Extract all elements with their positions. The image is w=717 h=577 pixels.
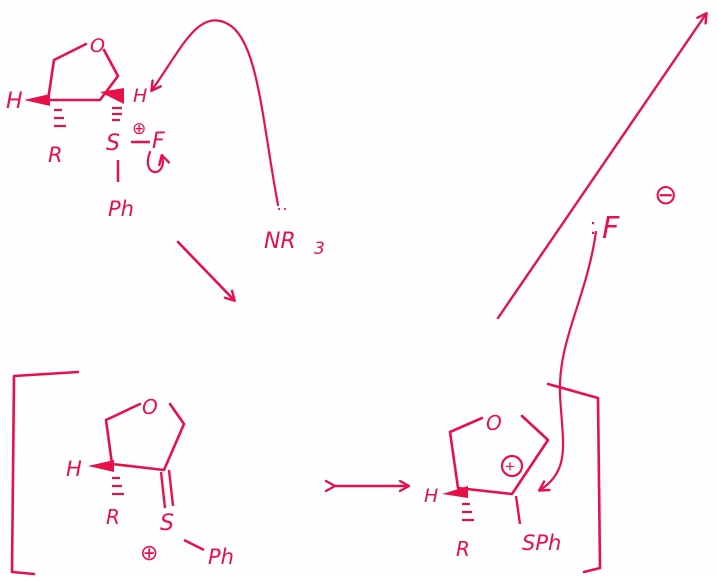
h-left-label-2: H <box>66 457 82 481</box>
c-sph-bond <box>514 495 522 525</box>
cs-double-bond-a <box>159 471 167 509</box>
fluorine-label: F <box>152 129 165 154</box>
ring-bonds-3 <box>448 414 550 496</box>
cation-charge: + <box>505 457 515 476</box>
amine-base: ·· NR 3 <box>264 198 325 259</box>
phenyl-label: Ph <box>108 197 134 221</box>
thionium-charge: ⊕ <box>140 540 158 565</box>
ring-oxygen-label-3: O <box>486 411 502 435</box>
sulfur-label-2: S <box>160 511 174 536</box>
amine-label: NR <box>264 229 296 254</box>
ring-bonds <box>46 42 120 102</box>
sulfur-charge: ⊕ <box>132 119 146 138</box>
cs-double-bond-b <box>167 469 175 507</box>
h-right-label: H <box>133 85 147 107</box>
fluoride-charge: ⊖ <box>654 179 677 210</box>
fluoride-attack-curly-arrow <box>537 230 598 492</box>
h-left-label-3: H <box>424 485 438 507</box>
cation-charge-circle <box>500 454 524 478</box>
reaction-step-arrow <box>176 240 236 302</box>
substituent-r-label: R <box>48 143 63 167</box>
fluoride-lone-pair: : <box>590 214 596 239</box>
amine-lone-pair: ·· <box>276 198 288 218</box>
left-bracket <box>10 370 80 576</box>
sph-label: SPh <box>522 531 561 555</box>
phenyl-label-2: Ph <box>208 545 234 569</box>
sulfur-label: S <box>106 131 120 156</box>
carbocation-structure: O H R + SPh <box>424 411 561 561</box>
ring-oxygen-label-2: O <box>142 395 158 419</box>
wedge-bond-right <box>100 88 124 104</box>
hashed-bond-s <box>112 106 122 122</box>
deprotonation-curly-arrow <box>150 19 280 207</box>
thionium-structure: O H R S ⊕ Ph <box>66 395 234 569</box>
hashed-bond-r <box>54 108 66 128</box>
reactant-structure: O H R H S ⊕ F Ph <box>6 35 171 221</box>
wedge-bond-left <box>24 94 50 106</box>
substituent-r-label-2: R <box>106 505 120 529</box>
wedge-bond-left-3 <box>442 486 468 498</box>
substituent-r-label-3: R <box>456 537 470 561</box>
wedge-bond-left-2 <box>88 460 114 472</box>
sf-bond-curly-arrow <box>146 150 171 174</box>
product-direction-arrow <box>496 11 708 320</box>
amine-subscript: 3 <box>314 239 325 259</box>
right-bracket <box>546 382 602 574</box>
ring-bonds-2 <box>104 402 186 472</box>
fluoride-ion: : F ⊖ <box>590 179 677 246</box>
h-left-label: H <box>6 89 23 114</box>
fluoride-label: F <box>602 211 620 246</box>
ring-oxygen-label: O <box>90 35 105 57</box>
s-ph-bond-2 <box>183 538 205 552</box>
hashed-bond-r-3 <box>462 502 474 522</box>
hashed-bond-r-2 <box>112 476 124 496</box>
